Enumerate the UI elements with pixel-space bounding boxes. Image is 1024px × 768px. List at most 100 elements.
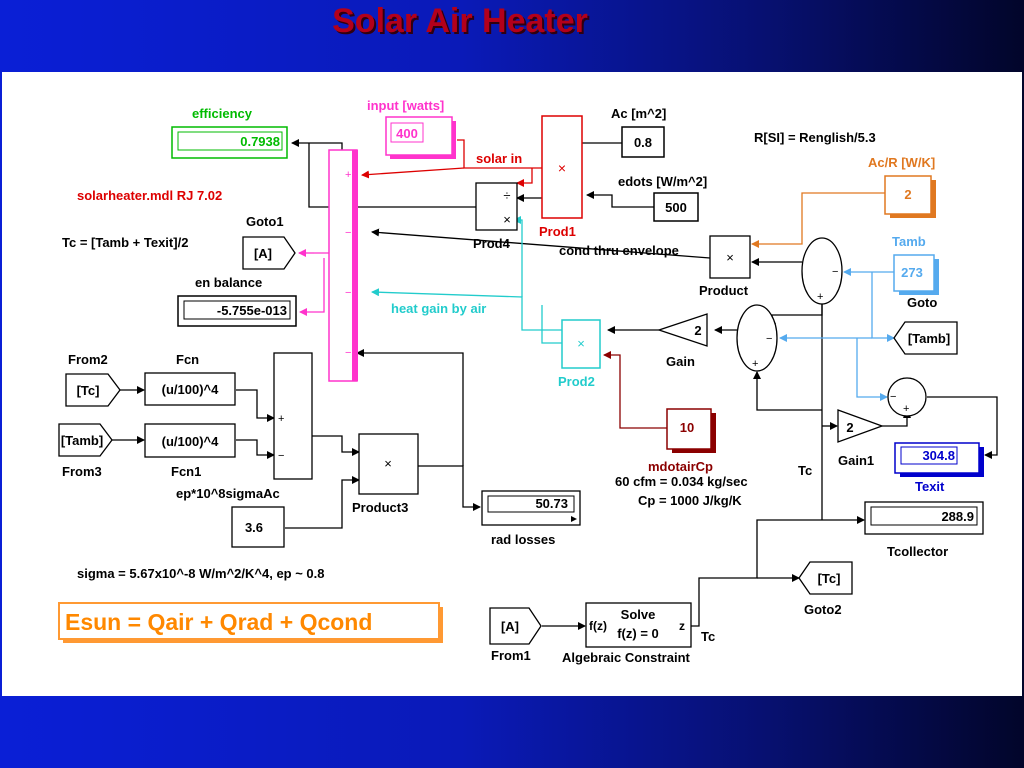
gain1-block[interactable]: 2 Gain1: [837, 409, 884, 468]
cp-note-text: Cp = 1000 J/kg/K: [638, 493, 742, 508]
sigma-note-text: sigma = 5.67x10^-8 W/m^2/K^4, ep ~ 0.8: [77, 566, 325, 581]
product3-label: Product3: [352, 500, 408, 515]
equation-text: Esun = Qair + Qrad + Qcond: [65, 609, 372, 635]
efficiency-value: 0.7938: [240, 134, 280, 149]
sum-rad-block[interactable]: + −: [273, 352, 313, 480]
prod2-symbol: ×: [577, 336, 585, 351]
goto-tamb-block[interactable]: Goto [Tamb]: [893, 295, 958, 355]
goto1-label: Goto1: [246, 214, 284, 229]
simulink-canvas: solarheater.mdl RJ 7.02 Tc = [Tamb + Tex…: [2, 72, 1022, 696]
goto2-tag: [Tc]: [818, 571, 841, 586]
ep-constant[interactable]: ep*10^8sigmaAc 3.6: [176, 486, 285, 548]
tc-formula-text: Tc = [Tamb + Texit]/2: [62, 235, 188, 250]
heat-gain-label: heat gain by air: [391, 301, 486, 316]
from2-tag: [Tc]: [77, 383, 100, 398]
sum-exit-block[interactable]: − +: [887, 377, 927, 417]
flow-note-text: 60 cfm = 0.034 kg/sec: [615, 474, 748, 489]
mdot-label: mdotairCp: [648, 459, 713, 474]
energy-equation: Esun = Qair + Qrad + Qcond: [58, 602, 443, 643]
ac-constant[interactable]: Ac [m^2] 0.8: [611, 106, 666, 158]
gain1-label: Gain1: [838, 453, 874, 468]
energy-sum-block[interactable]: + − − −: [328, 149, 358, 382]
prod1-label: Prod1: [539, 224, 576, 239]
product3-symbol: ×: [384, 456, 392, 471]
input-label: input [watts]: [367, 98, 444, 113]
input-watts-block[interactable]: input [watts] 400: [367, 98, 456, 159]
solar-in-label: solar in: [476, 151, 522, 166]
rad-losses-label: rad losses: [491, 532, 555, 547]
fcn1-expr: (u/100)^4: [162, 434, 219, 449]
edots-constant[interactable]: edots [W/m^2] 500: [618, 174, 707, 222]
gain-value: 2: [694, 323, 701, 338]
sum-temp-plus: +: [752, 358, 758, 370]
from3-block[interactable]: [Tamb] From3: [58, 423, 113, 479]
fcn1-label: Fcn1: [171, 464, 201, 479]
prod4-mult-symbol: ×: [503, 212, 511, 227]
en-balance-display[interactable]: en balance -5.755e-013: [177, 275, 297, 327]
mdot-constant[interactable]: 10 mdotairCp: [648, 408, 716, 474]
acr-constant[interactable]: Ac/R [W/K] 2: [868, 155, 936, 218]
acr-label: Ac/R [W/K]: [868, 155, 935, 170]
goto1-tag: [A]: [254, 246, 272, 261]
fcn-block[interactable]: Fcn (u/100)^4: [144, 352, 236, 406]
gain-block[interactable]: 2 Gain: [656, 313, 708, 369]
from2-block[interactable]: From2 [Tc]: [65, 352, 121, 407]
sum-cond-block[interactable]: − +: [801, 237, 843, 305]
product3-block[interactable]: × Product3: [352, 433, 419, 515]
fcn-expr: (u/100)^4: [162, 382, 219, 397]
texit-display[interactable]: 304.8 Texit: [894, 442, 984, 494]
tc-signal-label: Tc: [798, 463, 812, 478]
prod2-label: Prod2: [558, 374, 595, 389]
tamb-value: 273: [901, 265, 923, 280]
goto2-label: Goto2: [804, 602, 842, 617]
cond-label: cond thru envelope: [559, 243, 679, 258]
fcn-label: Fcn: [176, 352, 199, 367]
texit-label: Texit: [915, 479, 945, 494]
fcn1-block[interactable]: (u/100)^4 Fcn1: [144, 423, 236, 479]
sum-minus-3: −: [345, 347, 351, 359]
algebraic-constraint-block[interactable]: Solve f(z) = 0 f(z) z Algebraic Constrai…: [562, 602, 692, 665]
goto2-block[interactable]: [Tc] Goto2: [798, 561, 853, 617]
tamb-constant[interactable]: Tamb 273: [892, 234, 939, 295]
gain-label: Gain: [666, 354, 695, 369]
alg-output-port-label: z: [679, 619, 685, 633]
tcollector-value: 288.9: [941, 509, 974, 524]
prod2-block[interactable]: × Prod2: [558, 319, 601, 389]
prod1-block[interactable]: × Prod1: [539, 115, 583, 239]
prod4-label: Prod4: [473, 236, 511, 251]
tamb-label: Tamb: [892, 234, 926, 249]
mdot-value: 10: [680, 420, 694, 435]
rad-losses-display[interactable]: 50.73 rad losses: [481, 490, 581, 547]
rad-losses-tick-icon: [571, 516, 577, 522]
sum-exit-plus: +: [903, 403, 909, 415]
sum-cond-minus: −: [832, 266, 838, 278]
prod4-div-symbol: ÷: [503, 188, 510, 203]
rad-losses-value: 50.73: [535, 496, 568, 511]
equation-box: [58, 602, 440, 640]
ep-value: 3.6: [245, 520, 263, 535]
sum-temp-minus: −: [766, 333, 772, 345]
efficiency-label: efficiency: [192, 106, 253, 121]
alg-fz-text: f(z) = 0: [617, 626, 659, 641]
sum-minus-2: −: [345, 287, 351, 299]
tcollector-display[interactable]: 288.9 Tcollector: [864, 501, 984, 559]
product-block[interactable]: × Product: [699, 235, 751, 298]
en-balance-value: -5.755e-013: [217, 303, 287, 318]
from1-label: From1: [491, 648, 531, 663]
product-label: Product: [699, 283, 749, 298]
ep-label: ep*10^8sigmaAc: [176, 486, 280, 501]
sum-plus-1: +: [345, 169, 351, 181]
from1-tag: [A]: [501, 619, 519, 634]
goto-tamb-label: Goto: [907, 295, 937, 310]
goto1-block[interactable]: Goto1 [A]: [242, 214, 296, 270]
edots-value: 500: [665, 200, 687, 215]
sum-rad-plus: +: [278, 413, 284, 425]
efficiency-display[interactable]: efficiency 0.7938: [171, 106, 288, 159]
sum-temp-block[interactable]: − +: [736, 304, 778, 372]
prod4-block[interactable]: ÷ × Prod4: [473, 182, 518, 251]
product-symbol: ×: [726, 250, 734, 265]
sum-rad-minus: −: [278, 450, 284, 462]
ac-label: Ac [m^2]: [611, 106, 666, 121]
block-diagram: solarheater.mdl RJ 7.02 Tc = [Tamb + Tex…: [58, 98, 998, 665]
from1-block[interactable]: [A] From1: [489, 607, 542, 663]
